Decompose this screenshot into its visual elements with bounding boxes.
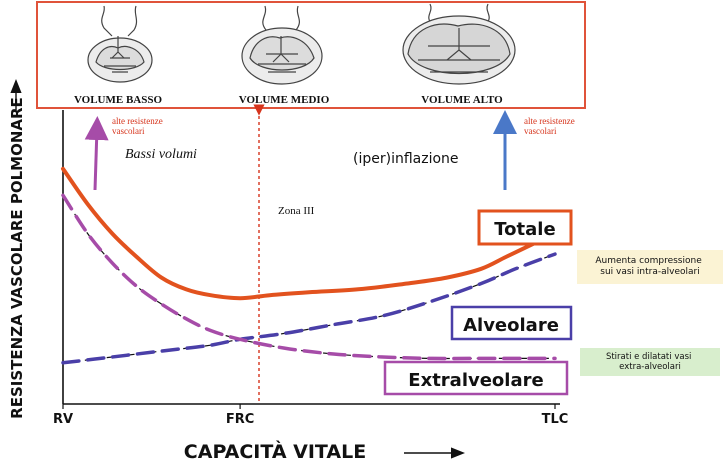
lung-panel: VOLUME BASSO VOLUME MEDIO VOLUME ALTO xyxy=(36,1,586,109)
series-alveolare-line xyxy=(61,252,557,365)
x-axis-label: CAPACITÀ VITALE xyxy=(184,440,366,463)
legend-alveolare-label: Alveolare xyxy=(463,315,559,336)
lung-icon-medium xyxy=(241,5,323,85)
annotation-resistance-left: alte resistenze vascolari xyxy=(112,116,165,136)
x-ticks: RV FRC TLC xyxy=(53,404,568,427)
lung-icon-low xyxy=(87,5,153,83)
lung-icon-high xyxy=(402,3,516,85)
annotation-low-volume: Bassi volumi xyxy=(125,147,197,162)
low-volume-arrow xyxy=(84,116,109,191)
series-extralveolare-line xyxy=(61,193,557,361)
annotation-zone: Zona III xyxy=(278,205,315,217)
note-lower-box xyxy=(580,348,720,376)
annotation-high-volume: (iper)inflazione xyxy=(353,151,459,167)
note-upper-box xyxy=(577,250,723,284)
legend-extralveolare: Extralveolare xyxy=(383,360,569,396)
x-tick-label-frc: FRC xyxy=(226,412,254,427)
note-upper-text: Aumenta compressione sui vasi intra-alve… xyxy=(595,256,704,277)
note-lower: Stirati e dilatati vasi extra-alveolari xyxy=(580,348,720,376)
legend-extralveolare-label: Extralveolare xyxy=(408,370,543,391)
lung-label-low: VOLUME BASSO xyxy=(74,94,163,106)
lung-label-high: VOLUME ALTO xyxy=(421,94,503,106)
legend-extralveolare-box xyxy=(383,360,569,396)
legend-alveolare: Alveolare xyxy=(450,305,573,341)
note-lower-text: Stirati e dilatati vasi extra-alveolari xyxy=(606,352,694,372)
curves xyxy=(61,166,557,365)
y-axis-label: RESISTENZA VASCOLARE POLMONARE xyxy=(8,97,26,419)
lung-label-medium: VOLUME MEDIO xyxy=(239,94,330,106)
legend-alveolare-box xyxy=(450,305,573,341)
note-upper: Aumenta compressione sui vasi intra-alve… xyxy=(577,250,723,284)
legend-totale-label: Totale xyxy=(494,219,555,240)
x-tick-label-rv: RV xyxy=(53,412,73,427)
series-extralveolare-underline xyxy=(62,194,555,360)
legend-totale-box xyxy=(477,209,573,246)
x-tick-label-tlc: TLC xyxy=(542,412,569,427)
series-totale-line xyxy=(61,166,557,301)
annotation-resistance-right: alte resistenze vascolari xyxy=(524,116,577,136)
legend-totale: Totale xyxy=(477,209,573,246)
